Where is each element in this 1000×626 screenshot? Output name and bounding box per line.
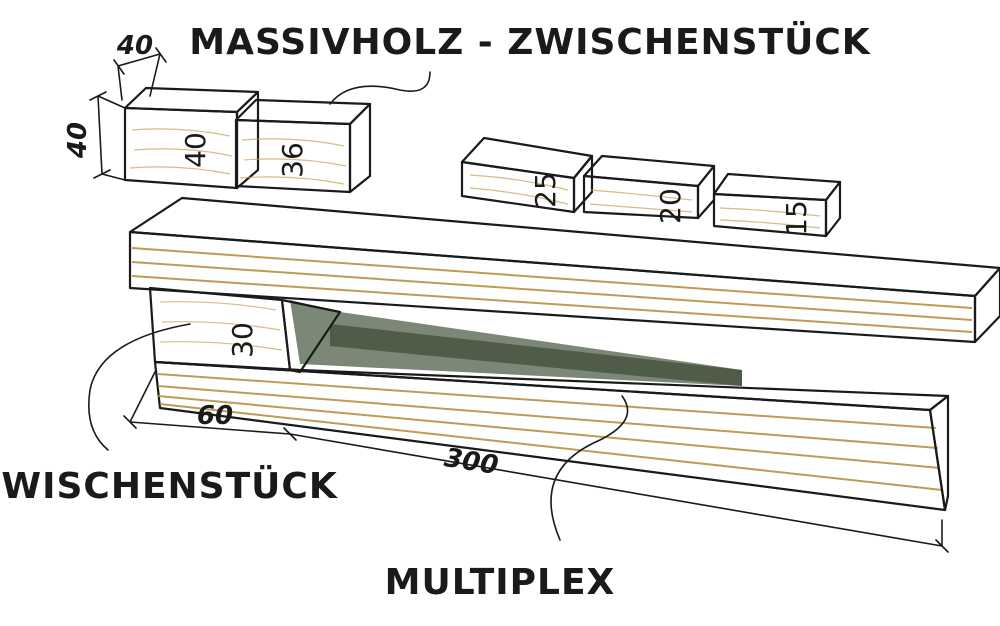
spacer-thickness-label: 30 (226, 322, 259, 358)
label-massivholz: MASSIVHOLZ - ZWISCHENSTÜCK (189, 21, 871, 63)
block-15: 15 (712, 172, 842, 238)
block-36: 36 (234, 98, 372, 194)
dimension-total-length: 300 (289, 433, 949, 553)
label-zwischenstueck: ZWISCHENSTÜCK (0, 465, 338, 507)
block-25: 25 (460, 136, 594, 214)
dimension-spacer-length: 60 (123, 371, 297, 441)
block-height-label: 40 (63, 122, 93, 159)
block-width-label: 40 (116, 31, 153, 61)
leader-multiplex (550, 395, 629, 541)
total-length-label: 300 (442, 443, 500, 481)
block-20-label: 20 (654, 188, 687, 224)
block-25-label: 25 (529, 172, 562, 208)
block-40: 40 (123, 86, 260, 190)
block-15-label: 15 (780, 200, 813, 236)
dimension-block-height: 40 (63, 91, 126, 181)
leader-massivholz (329, 71, 431, 105)
block-36-label: 36 (276, 142, 309, 178)
dimension-block-width: 40 (113, 31, 167, 101)
label-multiplex: MULTIPLEX (385, 562, 616, 603)
block-40-label: 40 (179, 132, 212, 168)
leader-zwischenstueck (88, 323, 191, 451)
multiplex-clamp: 30 (128, 196, 1000, 512)
block-20: 20 (582, 154, 716, 224)
spacer-length-label: 60 (197, 401, 233, 431)
